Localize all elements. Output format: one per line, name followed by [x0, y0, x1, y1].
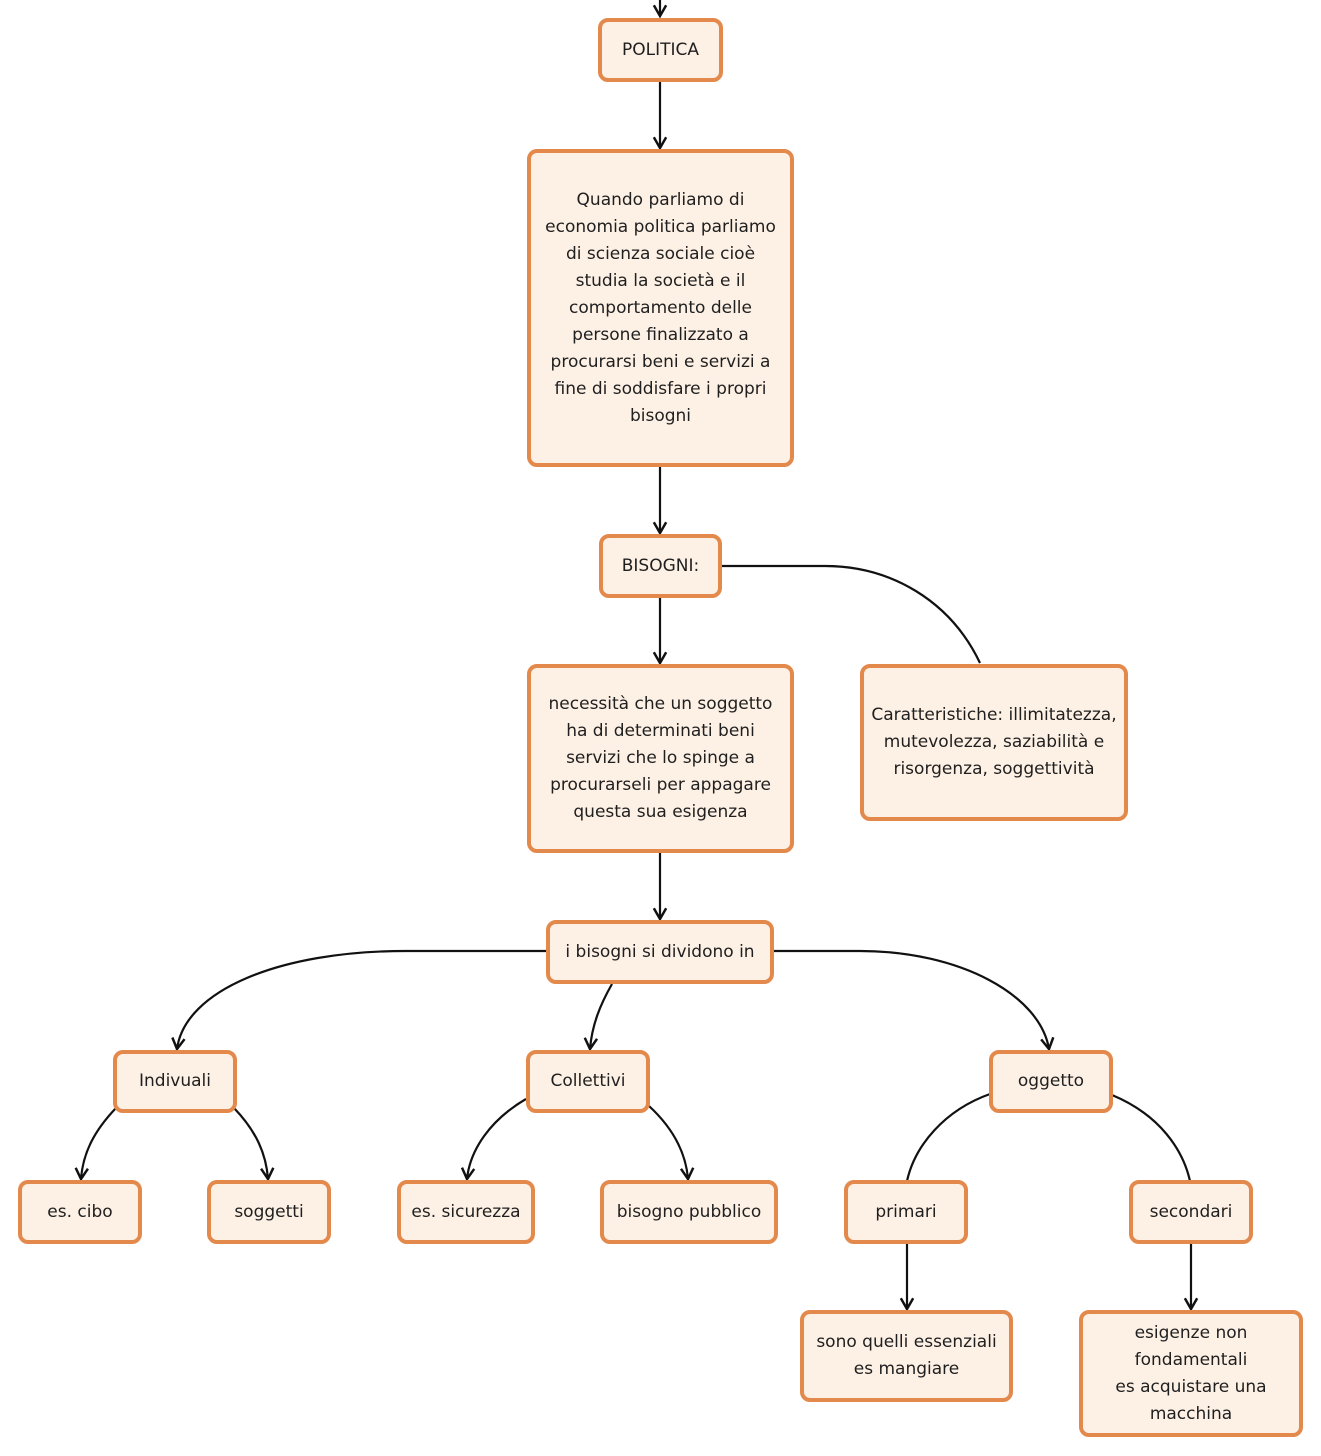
node-es-cibo-label: es. cibo [47, 1201, 113, 1222]
node-caratteristiche[interactable]: Caratteristiche: illimitatezza, mutevole… [860, 664, 1128, 821]
node-individuali-label: Indivuali [138, 1071, 211, 1091]
node-secondari[interactable]: secondari [1129, 1180, 1253, 1244]
node-oggetto[interactable]: oggetto [989, 1050, 1113, 1113]
arrow-si-dividono-to-oggetto [774, 949, 1055, 1052]
arrow-individuali-to-es-cibo [74, 1107, 117, 1182]
node-bisogno-pubblico-label: bisogno pubblico [616, 1201, 762, 1222]
node-es-sicurezza-label: es. sicurezza [411, 1201, 521, 1222]
arrow-collettivi-to-es-sicurezza [460, 1098, 527, 1182]
node-definizione[interactable]: Quando parliamo di economia politica par… [527, 149, 794, 467]
node-bisogno-pubblico[interactable]: bisogno pubblico [600, 1180, 778, 1244]
node-bisogni-label: BISOGNI: [621, 555, 700, 576]
line-bisogni-to-caratteristiche [722, 564, 981, 664]
node-es-cibo[interactable]: es. cibo [18, 1180, 142, 1244]
node-collettivi[interactable]: Collettivi [526, 1050, 650, 1113]
node-bisogni[interactable]: BISOGNI: [599, 534, 722, 598]
node-soggetti[interactable]: soggetti [207, 1180, 331, 1244]
node-secondari-label: secondari [1149, 1201, 1233, 1222]
node-collettivi-label: Collettivi [550, 1071, 626, 1091]
arrow-si-dividono-to-collettivi [583, 983, 613, 1052]
line-oggetto-to-primari [905, 1092, 991, 1182]
node-necessita[interactable]: necessità che un soggetto ha di determin… [527, 664, 794, 853]
node-si-dividono-label: i bisogni si dividono in [565, 941, 755, 962]
node-si-dividono[interactable]: i bisogni si dividono in [546, 920, 774, 984]
line-oggetto-to-secondari [1111, 1093, 1192, 1182]
node-non-fondamentali[interactable]: esigenze non fondamentali es acquistare … [1079, 1310, 1303, 1437]
arrow-individuali-to-soggetti [233, 1107, 275, 1182]
node-individuali[interactable]: Indivuali [113, 1050, 237, 1113]
node-necessita-label: necessità che un soggetto ha di determin… [548, 694, 773, 822]
node-soggetti-label: soggetti [234, 1201, 304, 1222]
arrow-collettivi-to-bisogno-pubblico [648, 1105, 695, 1182]
node-oggetto-label: oggetto [1017, 1071, 1085, 1091]
node-caratteristiche-label: Caratteristiche: illimitatezza, mutevole… [871, 705, 1117, 779]
node-essenziali[interactable]: sono quelli essenziali es mangiare [800, 1310, 1013, 1402]
arrow-si-dividono-to-individuali [171, 949, 546, 1052]
node-es-sicurezza[interactable]: es. sicurezza [397, 1180, 535, 1244]
node-definizione-label: Quando parliamo di economia politica par… [545, 189, 776, 426]
node-politica-label: POLITICA [621, 39, 699, 60]
node-non-fondamentali-label: esigenze non fondamentali es acquistare … [1115, 1322, 1267, 1424]
node-primari-label: primari [875, 1201, 937, 1222]
node-politica[interactable]: POLITICA [598, 18, 723, 82]
node-essenziali-label: sono quelli essenziali es mangiare [816, 1332, 997, 1379]
node-primari[interactable]: primari [844, 1180, 968, 1244]
